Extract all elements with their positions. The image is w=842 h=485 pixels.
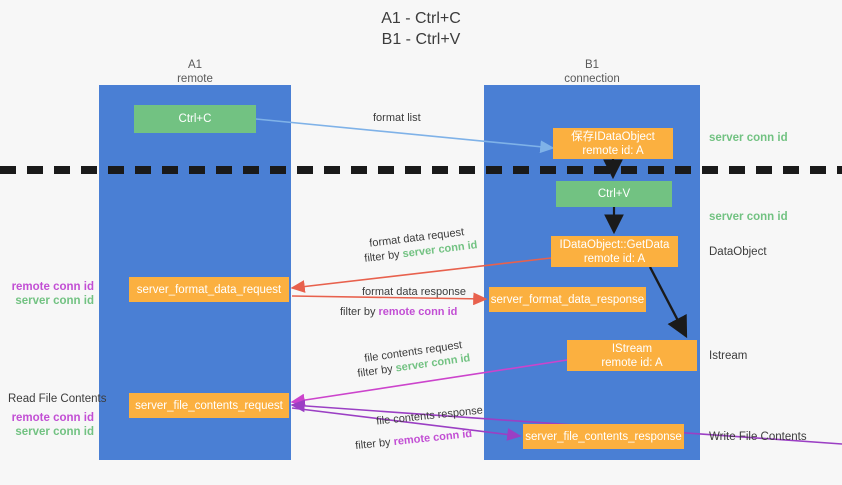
box-istream-line2: remote id: A: [601, 356, 663, 369]
dashed-separator-line: [0, 166, 842, 174]
box-idataobject-getdata[interactable]: IDataObject::GetData remote id: A: [551, 236, 678, 267]
column-header-a1: A1 remote: [135, 58, 255, 86]
box-ctrl-v-label: Ctrl+V: [597, 188, 631, 200]
side-label-dataobject: DataObject: [709, 246, 767, 258]
box-server-format-data-request[interactable]: server_format_data_request: [129, 277, 289, 302]
left-label-conn-ids-2: remote conn id server conn id: [10, 411, 94, 439]
title-line-1: A1 - Ctrl+C: [381, 10, 461, 27]
box-server-file-contents-request-label: server_file_contents_request: [135, 399, 283, 412]
box-istream-line1: IStream: [611, 342, 653, 355]
annotation-format-list: format list: [373, 112, 421, 124]
left-label-read-file-contents: Read File Contents: [8, 393, 107, 405]
box-getdata-line1: IDataObject::GetData: [559, 238, 670, 251]
box-getdata-line2: remote id: A: [583, 252, 646, 265]
box-save-idataobject[interactable]: 保存IDataObject remote id: A: [553, 128, 673, 159]
left-label-remote-conn-id-1: remote conn id: [11, 281, 94, 293]
box-istream[interactable]: IStream remote id: A: [567, 340, 697, 371]
box-server-file-contents-response-label: server_file_contents_response: [525, 430, 682, 443]
title-line-2: B1 - Ctrl+V: [381, 31, 461, 48]
filter-by-text-3: filter by: [356, 362, 397, 380]
column-header-a1-name: A1: [187, 59, 203, 71]
column-header-b1-sub: connection: [564, 73, 620, 85]
box-server-file-contents-response[interactable]: server_file_contents_response: [523, 424, 684, 449]
side-label-istream: Istream: [709, 350, 748, 362]
box-server-format-data-response-label: server_format_data_response: [490, 293, 645, 306]
left-label-remote-conn-id-2: remote conn id: [11, 412, 94, 424]
left-label-server-conn-id-1: server conn id: [15, 295, 94, 307]
box-server-file-contents-request[interactable]: server_file_contents_request: [129, 393, 289, 418]
annotation-filter-remote-conn-id-2: filter by remote conn id: [355, 427, 473, 453]
filter-by-text-4: filter by: [354, 436, 395, 453]
side-label-server-conn-id-2: server conn id: [709, 211, 788, 223]
filter-by-text-2: filter by: [340, 306, 379, 318]
annotation-format-data-response: format data response: [362, 286, 466, 298]
column-header-b1-name: B1: [584, 59, 600, 71]
box-save-idataobject-line2: remote id: A: [582, 144, 644, 157]
box-server-format-data-response[interactable]: server_format_data_response: [489, 287, 646, 312]
side-label-server-conn-id-1: server conn id: [709, 132, 788, 144]
filter-value-remote-conn-id-2: remote conn id: [392, 427, 473, 449]
side-label-write-file-contents: Write File Contents: [709, 431, 807, 443]
box-server-format-data-request-label: server_format_data_request: [136, 283, 282, 296]
box-save-idataobject-line1: 保存IDataObject: [571, 130, 655, 143]
filter-by-text-1: filter by: [363, 248, 404, 265]
box-ctrl-c[interactable]: Ctrl+C: [134, 105, 256, 133]
annotation-filter-remote-conn-id-1: filter by remote conn id: [340, 305, 457, 319]
column-header-b1: B1 connection: [532, 58, 652, 86]
column-header-a1-sub: remote: [177, 73, 213, 85]
annotation-file-contents-response: file contents response: [375, 404, 484, 428]
box-ctrl-c-label: Ctrl+C: [178, 113, 212, 125]
page-title: A1 - Ctrl+C B1 - Ctrl+V: [0, 8, 842, 50]
left-label-conn-ids-1: remote conn id server conn id: [10, 280, 94, 308]
filter-value-remote-conn-id-1: remote conn id: [378, 306, 458, 318]
left-label-server-conn-id-2: server conn id: [15, 426, 94, 438]
box-ctrl-v[interactable]: Ctrl+V: [556, 181, 672, 207]
